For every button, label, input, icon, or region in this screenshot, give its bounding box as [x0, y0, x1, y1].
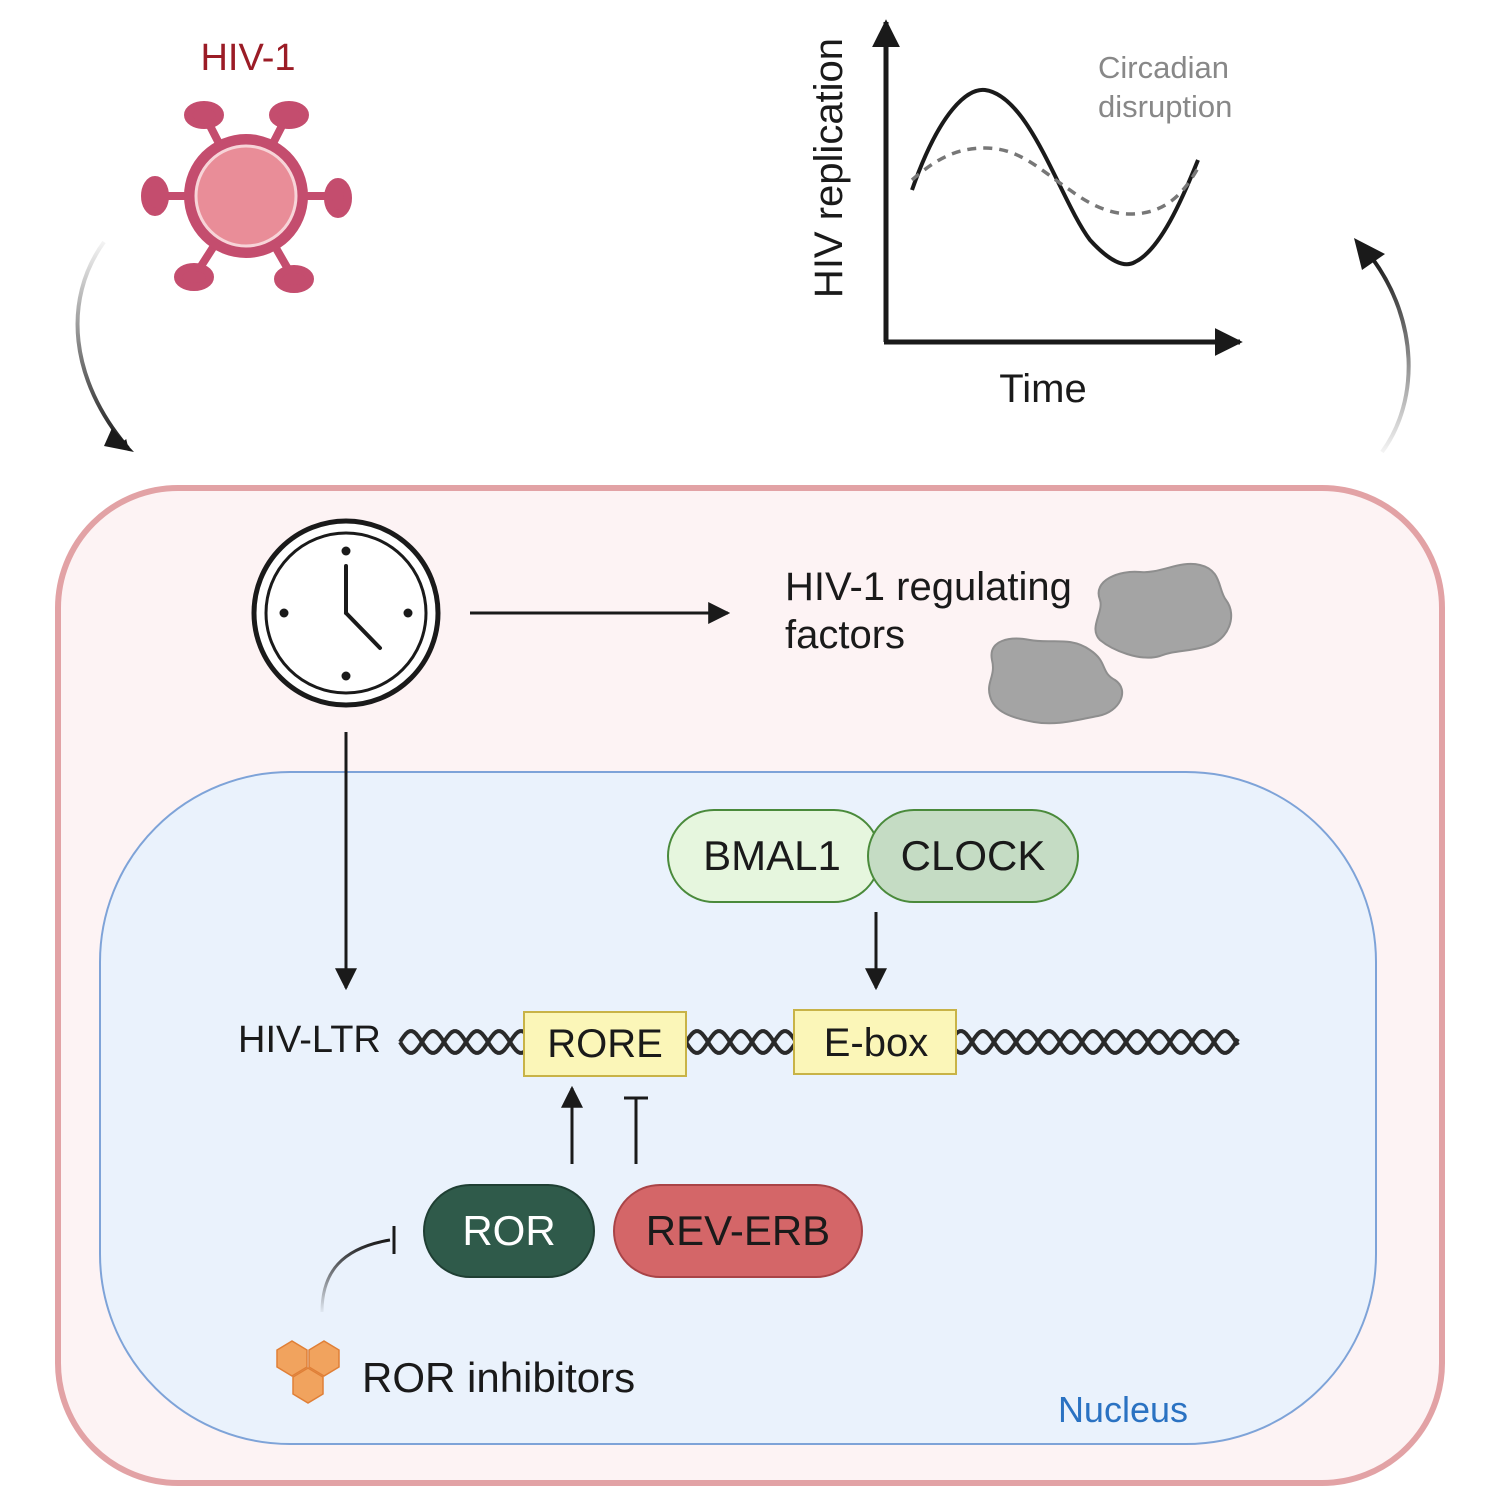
rore-element	[523, 1011, 687, 1077]
ror-label: ROR	[462, 1207, 555, 1254]
reverb-protein	[613, 1184, 863, 1278]
replication-plot: HIV replication Time Circadian disruptio…	[807, 19, 1243, 411]
ror-inhibitors-label: ROR inhibitors	[362, 1354, 635, 1401]
disruption-label-line2: disruption	[1098, 89, 1232, 124]
disruption-label-line1: Circadian	[1098, 50, 1229, 85]
factor-blob-icon	[1094, 562, 1233, 659]
virus-label: HIV-1	[200, 37, 295, 79]
rore-label: RORE	[547, 1022, 663, 1066]
factors-label-line1: HIV-1 regulating	[785, 565, 1072, 609]
infection-arrow-head	[104, 428, 134, 452]
hiv-virus-icon	[141, 101, 352, 293]
disrupted-rhythm-curve	[910, 146, 1200, 216]
clock-label: CLOCK	[901, 832, 1046, 879]
nucleus-label: Nucleus	[1058, 1389, 1188, 1430]
ebox-label: E-box	[824, 1021, 929, 1065]
factor-blob-icon-2	[988, 637, 1124, 725]
output-arrow-head	[1354, 238, 1385, 270]
infection-arrow	[75, 240, 130, 450]
y-axis-label: HIV replication	[807, 38, 851, 298]
ror-protein	[423, 1184, 595, 1278]
reverb-label: REV-ERB	[646, 1207, 830, 1254]
hiv-ltr-label: HIV-LTR	[238, 1019, 381, 1061]
normal-rhythm-curve	[910, 87, 1200, 267]
x-axis-label: Time	[999, 367, 1086, 411]
inhibitor-inhibition-curve	[320, 1238, 391, 1313]
ebox-element	[793, 1009, 957, 1075]
clock-protein	[867, 809, 1079, 903]
factors-label-line2: factors	[785, 613, 905, 657]
output-arrow	[1370, 256, 1411, 454]
hexagon-cluster-icon	[276, 1340, 340, 1404]
bmal1-label: BMAL1	[703, 832, 841, 879]
clock-icon	[251, 518, 441, 708]
nucleus	[99, 771, 1377, 1445]
reverb-repression-bar	[624, 1096, 648, 1164]
